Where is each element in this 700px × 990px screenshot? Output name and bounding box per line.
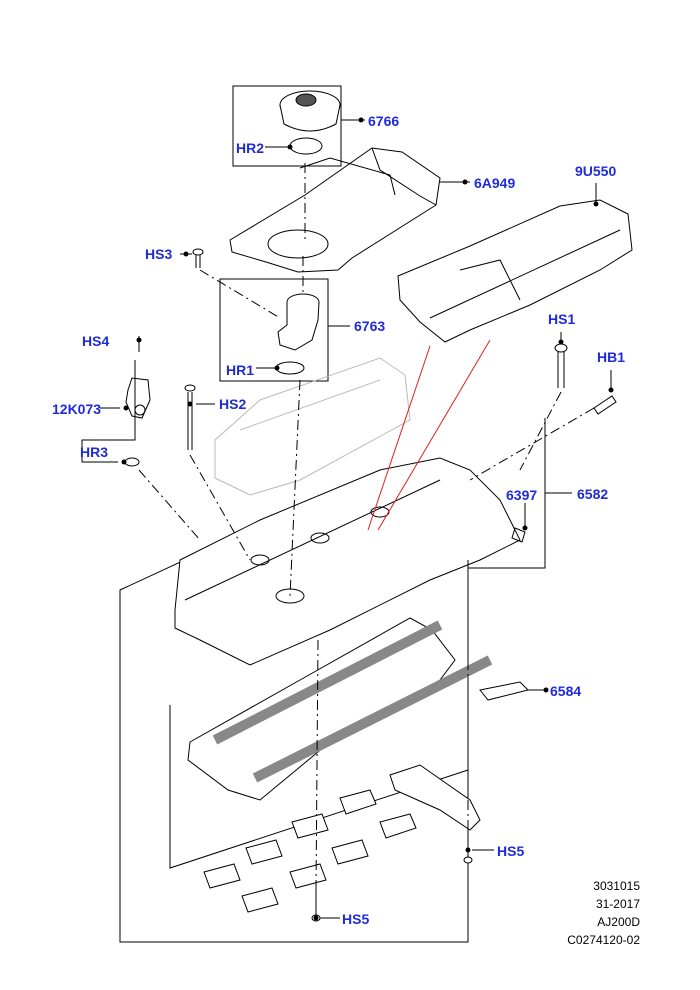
- engine-cover-part: [229, 147, 441, 273]
- camshaft-sensor-part: [124, 336, 151, 467]
- label-9u550[interactable]: 9U550: [575, 163, 617, 179]
- oil-filler-cap-part: [279, 90, 341, 155]
- bracket-6584-part: [479, 681, 529, 701]
- label-hr1[interactable]: HR1: [226, 362, 255, 378]
- filler-neck-box: [219, 278, 329, 382]
- oil-filler-neck-part: [275, 293, 320, 375]
- camshafts-part: [212, 620, 493, 783]
- bolt-hs5-part: [311, 830, 473, 922]
- label-hb1[interactable]: HB1: [597, 349, 626, 365]
- bolt-hs1-part: [554, 343, 568, 388]
- label-6584[interactable]: 6584: [550, 683, 582, 699]
- assembly-frame: [119, 418, 546, 943]
- label-hr2[interactable]: HR2: [236, 140, 265, 156]
- oil-cap-box: [232, 85, 342, 167]
- label-hs2[interactable]: HS2: [219, 396, 247, 412]
- label-6763[interactable]: 6763: [354, 318, 386, 334]
- label-hs4[interactable]: HS4: [82, 333, 110, 349]
- label-6582[interactable]: 6582: [577, 486, 609, 502]
- label-hs3[interactable]: HS3: [145, 246, 173, 262]
- label-6a949[interactable]: 6A949: [474, 175, 516, 191]
- reference-code-4: C0274120-02: [567, 933, 640, 947]
- label-hr3[interactable]: HR3: [80, 444, 109, 460]
- label-hs1[interactable]: HS1: [548, 311, 576, 327]
- bolt-hs3-part: [192, 248, 204, 268]
- bearing-caps-part: [203, 764, 481, 913]
- reference-code-2: 31-2017: [595, 897, 640, 911]
- label-6397[interactable]: 6397: [506, 487, 538, 503]
- label-hs5-lower[interactable]: HS5: [342, 911, 370, 927]
- label-6766[interactable]: 6766: [368, 113, 400, 129]
- reference-code-1: 3031015: [593, 879, 640, 893]
- label-12k073[interactable]: 12K073: [52, 401, 102, 417]
- label-hs5-upper[interactable]: HS5: [497, 843, 525, 859]
- reference-code-3: AJ200D: [597, 915, 640, 929]
- acoustic-cover-part: [397, 199, 633, 343]
- bolt-hs2-part: [184, 384, 196, 450]
- bolt-hb1-part: [593, 395, 617, 415]
- cam-cover-part: [174, 457, 526, 666]
